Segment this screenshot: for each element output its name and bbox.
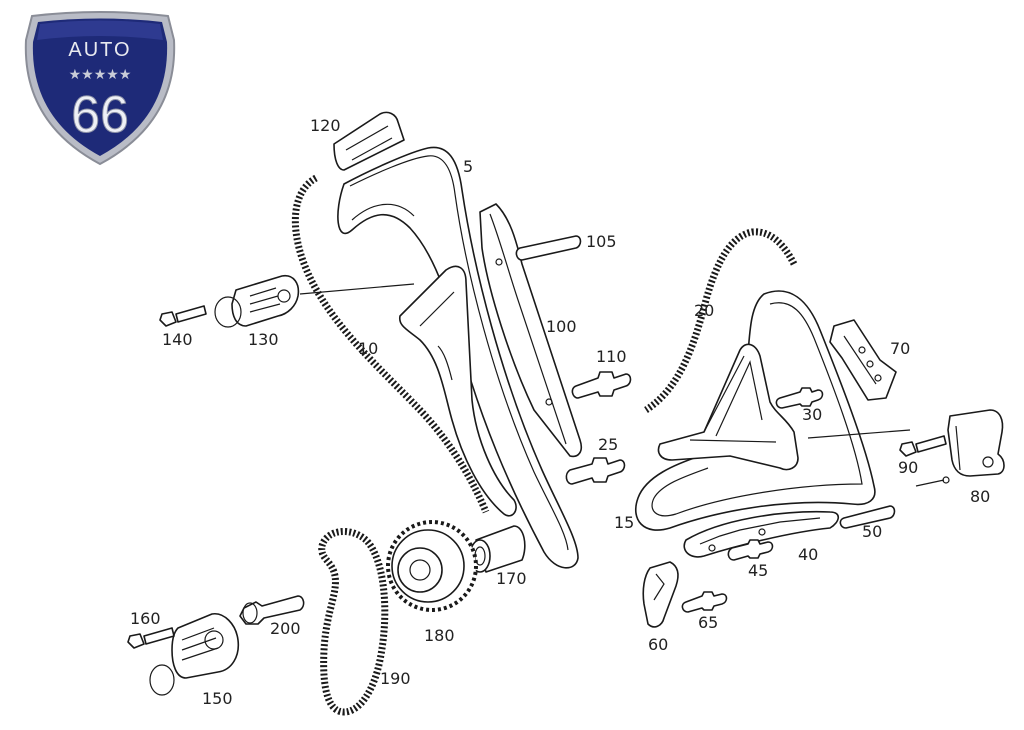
part-120 [333, 111, 405, 171]
tensioner-130 [214, 274, 415, 328]
tensioner-rail-100 [479, 203, 583, 458]
auto66-logo: AUTO ★★★★★ 66 [24, 11, 176, 166]
bushing-170 [469, 525, 526, 573]
bolt-90 [899, 435, 947, 457]
logo-stars: ★★★★★ [69, 67, 132, 83]
label-90: 90 [898, 458, 918, 477]
label-40: 40 [798, 545, 818, 564]
chain-20 [644, 228, 798, 413]
label-45: 45 [748, 561, 768, 580]
chain-10 [291, 174, 490, 514]
pin-50 [839, 505, 896, 529]
guide-rail-40 [683, 510, 840, 558]
label-80: 80 [970, 487, 990, 506]
label-160: 160 [130, 609, 161, 628]
guide-rail-5 [337, 146, 579, 569]
label-50: 50 [862, 522, 882, 541]
bolt-200 [239, 595, 305, 625]
label-10: 10 [358, 339, 378, 358]
bolt-140 [159, 305, 207, 327]
guide-pad-60 [642, 561, 679, 628]
label-15: 15 [614, 513, 634, 532]
bolt-65 [681, 591, 728, 613]
sprocket-180 [386, 520, 478, 612]
label-170: 170 [496, 569, 527, 588]
label-65: 65 [698, 613, 718, 632]
label-150: 150 [202, 689, 233, 708]
label-140: 140 [162, 330, 193, 349]
logo-top-text: AUTO [68, 39, 131, 61]
label-70: 70 [890, 339, 910, 358]
label-20: 20 [694, 301, 714, 320]
label-100: 100 [546, 317, 577, 336]
label-25: 25 [598, 435, 618, 454]
tensioner-150 [149, 613, 240, 696]
pin-105 [515, 235, 582, 261]
bolt-30 [775, 387, 824, 409]
label-30: 30 [802, 405, 822, 424]
label-105: 105 [586, 232, 617, 251]
tensioner-80 [915, 409, 1005, 487]
cam-guide-bracket [657, 343, 911, 471]
label-5: 5 [463, 157, 473, 176]
label-190: 190 [380, 669, 411, 688]
label-60: 60 [648, 635, 668, 654]
part-labels: 5 10 15 20 25 30 40 45 50 60 65 70 80 90… [130, 116, 990, 708]
label-180: 180 [424, 626, 455, 645]
label-110: 110 [596, 347, 627, 366]
chain-190 [318, 528, 389, 716]
bolt-110 [571, 371, 632, 399]
guide-block-70 [829, 319, 897, 401]
label-120: 120 [310, 116, 341, 135]
guide-arm [398, 265, 517, 517]
label-130: 130 [248, 330, 279, 349]
label-200: 200 [270, 619, 301, 638]
bolt-160 [127, 627, 175, 649]
logo-number: 66 [71, 86, 129, 144]
bolt-45 [727, 539, 774, 561]
bolt-25 [565, 457, 626, 485]
